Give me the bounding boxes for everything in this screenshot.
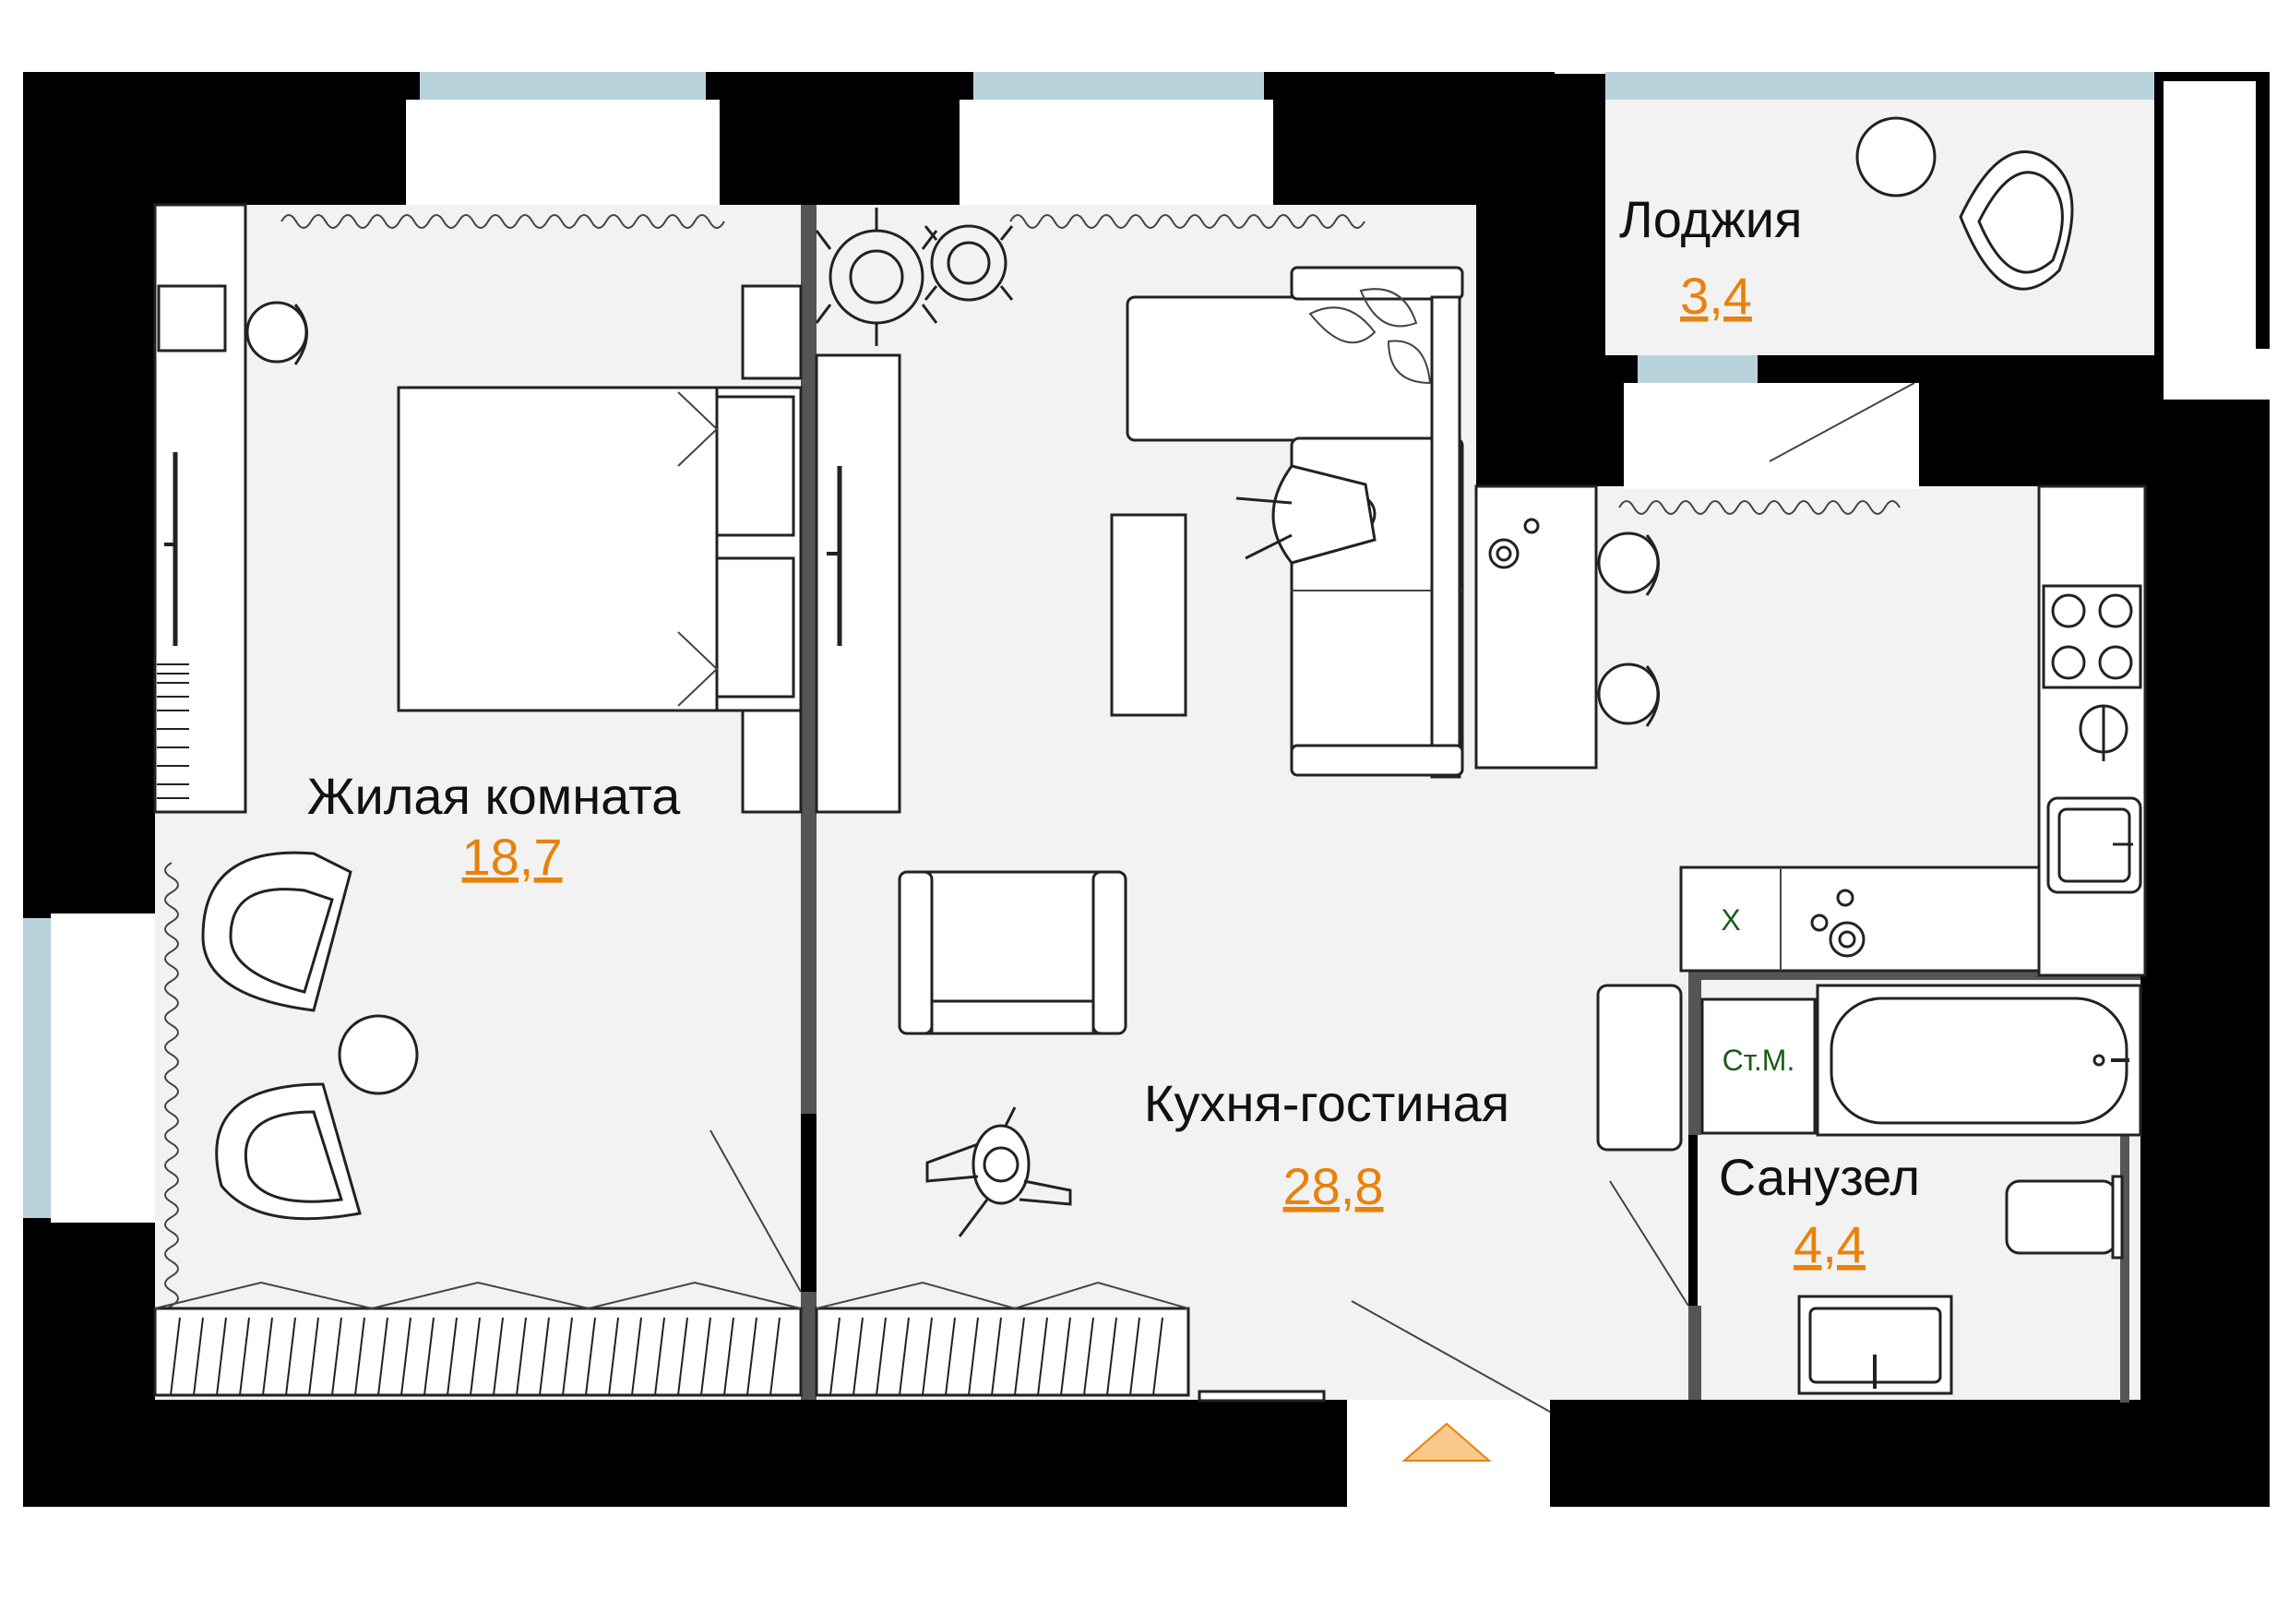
hall-cabinet: [1596, 984, 1683, 1152]
stove-icon: [2042, 584, 2142, 761]
window-living-top: [973, 72, 1264, 100]
armchair-icon: [201, 851, 352, 1012]
curtain-icon: [1009, 214, 1365, 229]
tv-icon: [815, 353, 901, 814]
room-label-bedroom: Жилая комната 18,7: [307, 767, 681, 886]
coffee-table-icon: [1110, 513, 1187, 717]
wardrobe-icon: [153, 1281, 1190, 1397]
bath-wall-left-lower: [1688, 1306, 1701, 1400]
room-area: 4,4: [1794, 1215, 1866, 1273]
curtain-icon: [280, 214, 725, 229]
sink-icon: [1797, 1295, 1953, 1395]
curtain-icon: [164, 862, 179, 1366]
cooktop-icon: [1810, 889, 1866, 958]
desk-icon: [153, 203, 247, 814]
room-label-kitchen-living: Кухня-гостиная 28,8: [1144, 1074, 1509, 1215]
toilet-icon: [2005, 1175, 2124, 1260]
chair-icon: [1597, 531, 1660, 727]
person-icon: [925, 1106, 1072, 1237]
dining-table-icon: [1474, 484, 1598, 770]
room-name: Лоджия: [1619, 190, 1802, 248]
loggia-table-icon: [1855, 116, 1937, 197]
window-loggia: [1605, 72, 2154, 100]
fridge-label: Х: [1721, 903, 1740, 937]
bathtub-icon: [1816, 984, 2142, 1137]
window-bedroom-left: [23, 918, 51, 1218]
sink-icon: [2046, 796, 2142, 894]
bath-wall-left: [1688, 969, 1701, 1135]
entrance-arrow-icon: [1401, 1422, 1492, 1462]
room-label-loggia: Лоджия 3,4: [1619, 190, 1802, 325]
plant-icon: [815, 208, 1014, 346]
washing-machine-label: Ст.М.: [1723, 1044, 1795, 1077]
washing-machine-icon: Ст.М.: [1700, 997, 1817, 1135]
window-bedroom-top-sill: [406, 100, 720, 205]
partition-wall: [801, 205, 817, 1114]
curtain-icon: [1618, 500, 1901, 515]
room-area: 28,8: [1283, 1157, 1384, 1215]
room-label-bathroom: Санузел 4,4: [1719, 1148, 1920, 1273]
room-area: 3,4: [1680, 267, 1752, 325]
kitchen-counter: [1679, 484, 2147, 977]
window-bedroom-top: [420, 72, 706, 100]
room-name: Санузел: [1719, 1148, 1920, 1206]
window-bedroom-left-sill: [51, 914, 155, 1223]
window-loggia-door: [1638, 355, 1758, 383]
partition-wall-lower: [801, 1292, 817, 1400]
armchair-icon: [215, 1082, 362, 1221]
room-area: 18,7: [462, 828, 563, 886]
loggia-passage: [1624, 383, 1919, 489]
armchair-icon: [1959, 150, 2074, 291]
windows: [23, 72, 2154, 1223]
person-icon: [1235, 464, 1377, 565]
door-lines: [709, 382, 1915, 1413]
window-living-top-sill: [960, 100, 1273, 205]
coffee-table-icon: [338, 1014, 419, 1095]
fridge-icon: Х: [1721, 903, 1740, 937]
bed-icon: [397, 284, 803, 814]
radiator-icon: [1198, 1390, 1326, 1403]
armchair-icon: [898, 870, 1127, 1035]
bath-wall-inner: [2120, 1135, 2129, 1403]
room-name: Жилая комната: [307, 767, 681, 825]
room-name: Кухня-гостиная: [1144, 1074, 1509, 1132]
chair-icon: [245, 301, 308, 365]
